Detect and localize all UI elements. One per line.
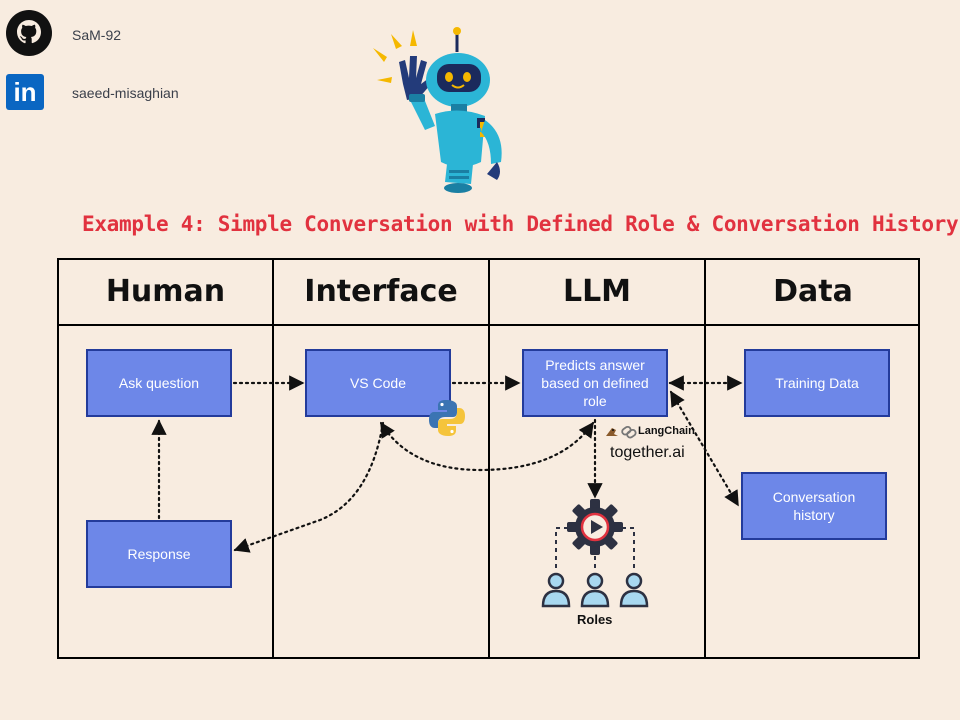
header-divider (59, 324, 918, 326)
conversation-history-node: Conversation history (741, 472, 887, 540)
ask-question-node: Ask question (86, 349, 232, 417)
llm-predicts-node: Predicts answer based on defined role (522, 349, 668, 417)
vs-code-node: VS Code (305, 349, 451, 417)
swimlane-grid: Human Interface LLM Data (57, 258, 920, 659)
langchain-label: LangChain (638, 425, 695, 437)
training-data-node: Training Data (744, 349, 890, 417)
python-logo-icon (427, 398, 467, 438)
response-node: Response (86, 520, 232, 588)
linkedin-logo-text: in (13, 77, 37, 107)
lane-divider (488, 260, 490, 657)
github-icon[interactable] (6, 10, 52, 56)
linkedin-handle[interactable]: saeed-misaghian (72, 85, 179, 101)
roles-gear-icon (566, 498, 624, 556)
github-handle[interactable]: SaM-92 (72, 27, 122, 43)
together-ai-label: together.ai (610, 444, 685, 461)
arrow-vscode-to-response (233, 421, 385, 553)
arrow-llm-back-to-vscode (379, 421, 595, 472)
robot-mascot-illustration (365, 22, 525, 197)
lane-header-interface: Interface (304, 274, 458, 309)
roles-connector-lines (555, 527, 635, 572)
lane-header-human: Human (105, 274, 226, 309)
roles-people-icon (538, 572, 652, 608)
lane-header-llm: LLM (562, 274, 632, 309)
roles-label: Roles (577, 612, 613, 627)
lane-divider (272, 260, 274, 657)
diagram-title: Example 4: Simple Conversation with Defi… (82, 212, 959, 236)
lane-header-data: Data (773, 274, 853, 309)
linkedin-icon[interactable]: in (6, 74, 44, 110)
langchain-logo-icon (604, 424, 638, 440)
arrow-llm-conversation-history (669, 390, 740, 507)
